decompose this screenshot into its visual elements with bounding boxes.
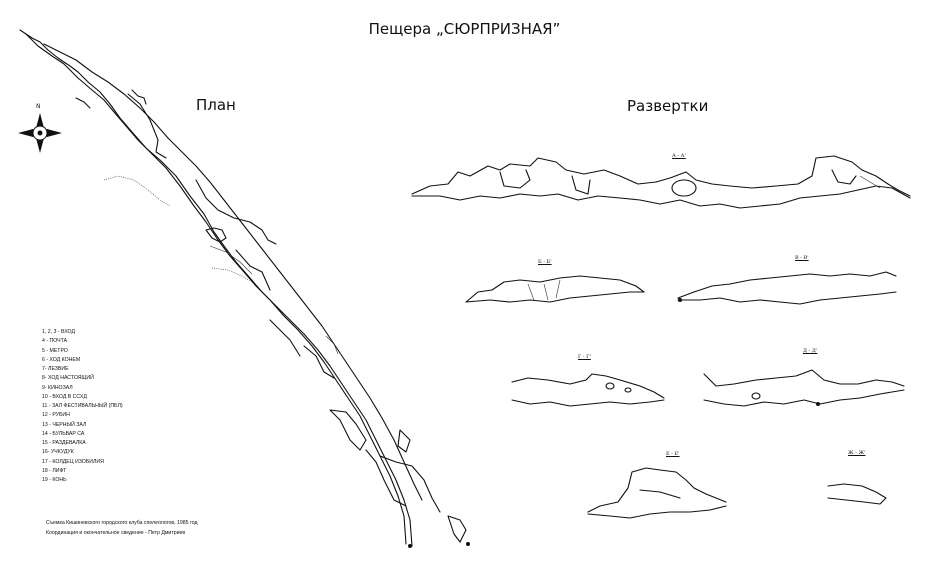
survey-credit: Съемка Кишиневского городского клуба спе… [46, 520, 198, 526]
cave-plan [19, 29, 470, 548]
legend-item: 16- УЧКУДУК [42, 449, 74, 456]
legend: 1, 2, 3 - ВХОД 4 - ПОЧТА 5 - МЕТРО 6 - Х… [42, 328, 123, 485]
north-label: N [36, 103, 41, 110]
legend-item: 19 - КОНЬ [42, 477, 67, 483]
section-v-profile [677, 271, 897, 305]
legend-item: 12 - РУБИН [42, 412, 70, 419]
legend-item: 13 - ЧЕРНЫЙ ЗАЛ [42, 421, 87, 428]
compass-rose-icon [18, 113, 62, 153]
section-b-profile [465, 275, 645, 303]
legend-item: 10 - ВХОД В ССХД [42, 393, 87, 400]
section-label-d: Д - Д' [803, 348, 818, 354]
section-label-e: Е - Е' [666, 451, 680, 457]
legend-item: 7- ЛЕЗВИЕ [42, 366, 69, 372]
plan-label: План [196, 96, 236, 114]
section-a-profile [411, 155, 911, 209]
legend-item: 9- КИНОЗАЛ [42, 384, 73, 391]
legend-item: 17 - КОЛДЕЦ ИЗОБИЛИЯ [42, 458, 104, 465]
legend-item: 18 - ЛИФТ [42, 467, 67, 474]
section-label-g: Г - Г' [578, 354, 591, 360]
section-label-v: В - В' [795, 255, 809, 261]
section-e-profile [587, 467, 727, 519]
legend-item: 4 - ПОЧТА [42, 338, 68, 345]
coordination-credit: Координация и окончательное сведение - П… [46, 530, 186, 536]
developments-label: Развертки [627, 97, 709, 115]
legend-item: 6 - ХОД КОНЕМ [42, 356, 81, 363]
section-d-profile [703, 369, 905, 407]
legend-item: 8- ХОД НАСТОЯЩИЙ [42, 375, 94, 382]
legend-item: 14 - БУЛЬВАР СА [42, 430, 85, 437]
section-label-a: А - А' [672, 153, 686, 159]
legend-item: 15 - РАЗДЕВАЛКА [42, 440, 86, 446]
section-zh-profile [827, 483, 887, 505]
legend-item: 1, 2, 3 - ВХОД [42, 329, 75, 335]
legend-item: 11 - ЗАЛ ФЕСТИВАЛЬНЫЙ (ПБЛ) [42, 403, 123, 409]
credits: Съемка Кишиневского городского клуба спе… [46, 518, 198, 538]
section-g-profile [511, 373, 665, 407]
map-title: Пещера „СЮРПРИЗНАЯ” [368, 20, 561, 38]
section-label-b: Б - Б' [538, 259, 552, 265]
legend-item: 5 - МЕТРО [42, 347, 68, 354]
section-label-zh: Ж - Ж' [848, 450, 866, 456]
